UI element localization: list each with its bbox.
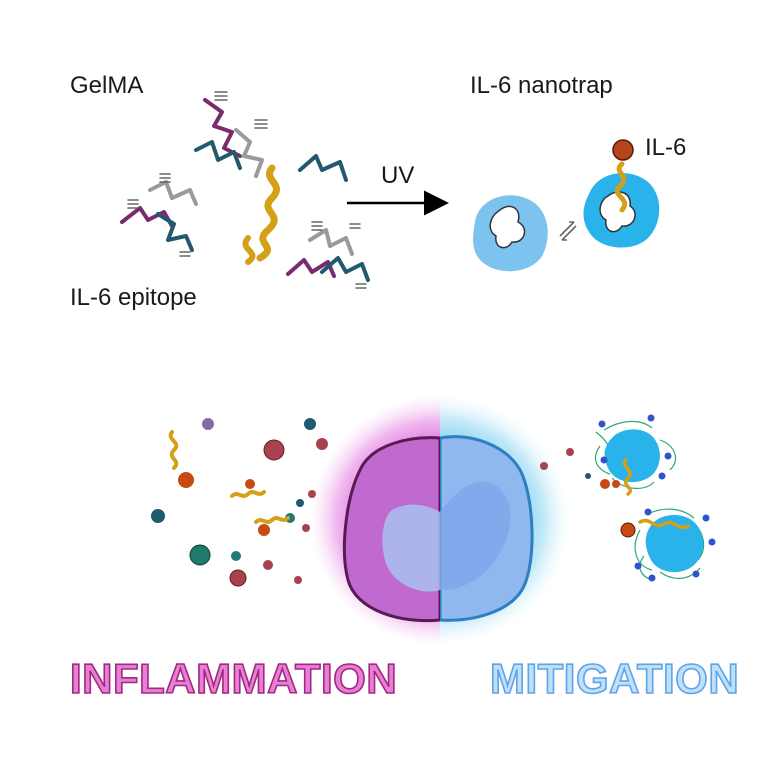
gelma-chain	[194, 140, 242, 170]
il6-nanotrap-label: IL-6 nanotrap	[470, 72, 613, 99]
equilibrium-icon	[559, 221, 577, 241]
inflammation-label: INFLAMMATION	[69, 655, 398, 702]
cytokines-left	[151, 418, 328, 587]
nanotrap-capture-1	[595, 414, 677, 496]
il6-epitope-label: IL-6 epitope	[70, 284, 197, 311]
gelma-chain	[298, 154, 348, 182]
cytokines-right	[540, 448, 610, 489]
gelma-chain	[308, 228, 354, 256]
nanotrap-capture-2	[620, 508, 716, 582]
gelma-chain	[203, 98, 242, 158]
cell	[310, 395, 570, 645]
gelma-chain	[120, 206, 174, 228]
mitigation-label: MITIGATION	[489, 655, 740, 702]
gelma-chain	[156, 212, 194, 252]
gelma-chain	[320, 256, 370, 282]
gelma-label: GelMA	[70, 72, 144, 99]
il6-bead	[612, 139, 634, 161]
gelma-chains	[120, 91, 370, 289]
nanotrap-empty	[473, 195, 548, 272]
il6-epitope-helix	[242, 164, 280, 265]
il6-label: IL-6	[645, 134, 687, 161]
gelma-chain	[234, 128, 264, 178]
uv-label: UV	[381, 162, 415, 189]
nanotrap-bound	[583, 139, 660, 248]
gelma-chain	[148, 180, 198, 206]
